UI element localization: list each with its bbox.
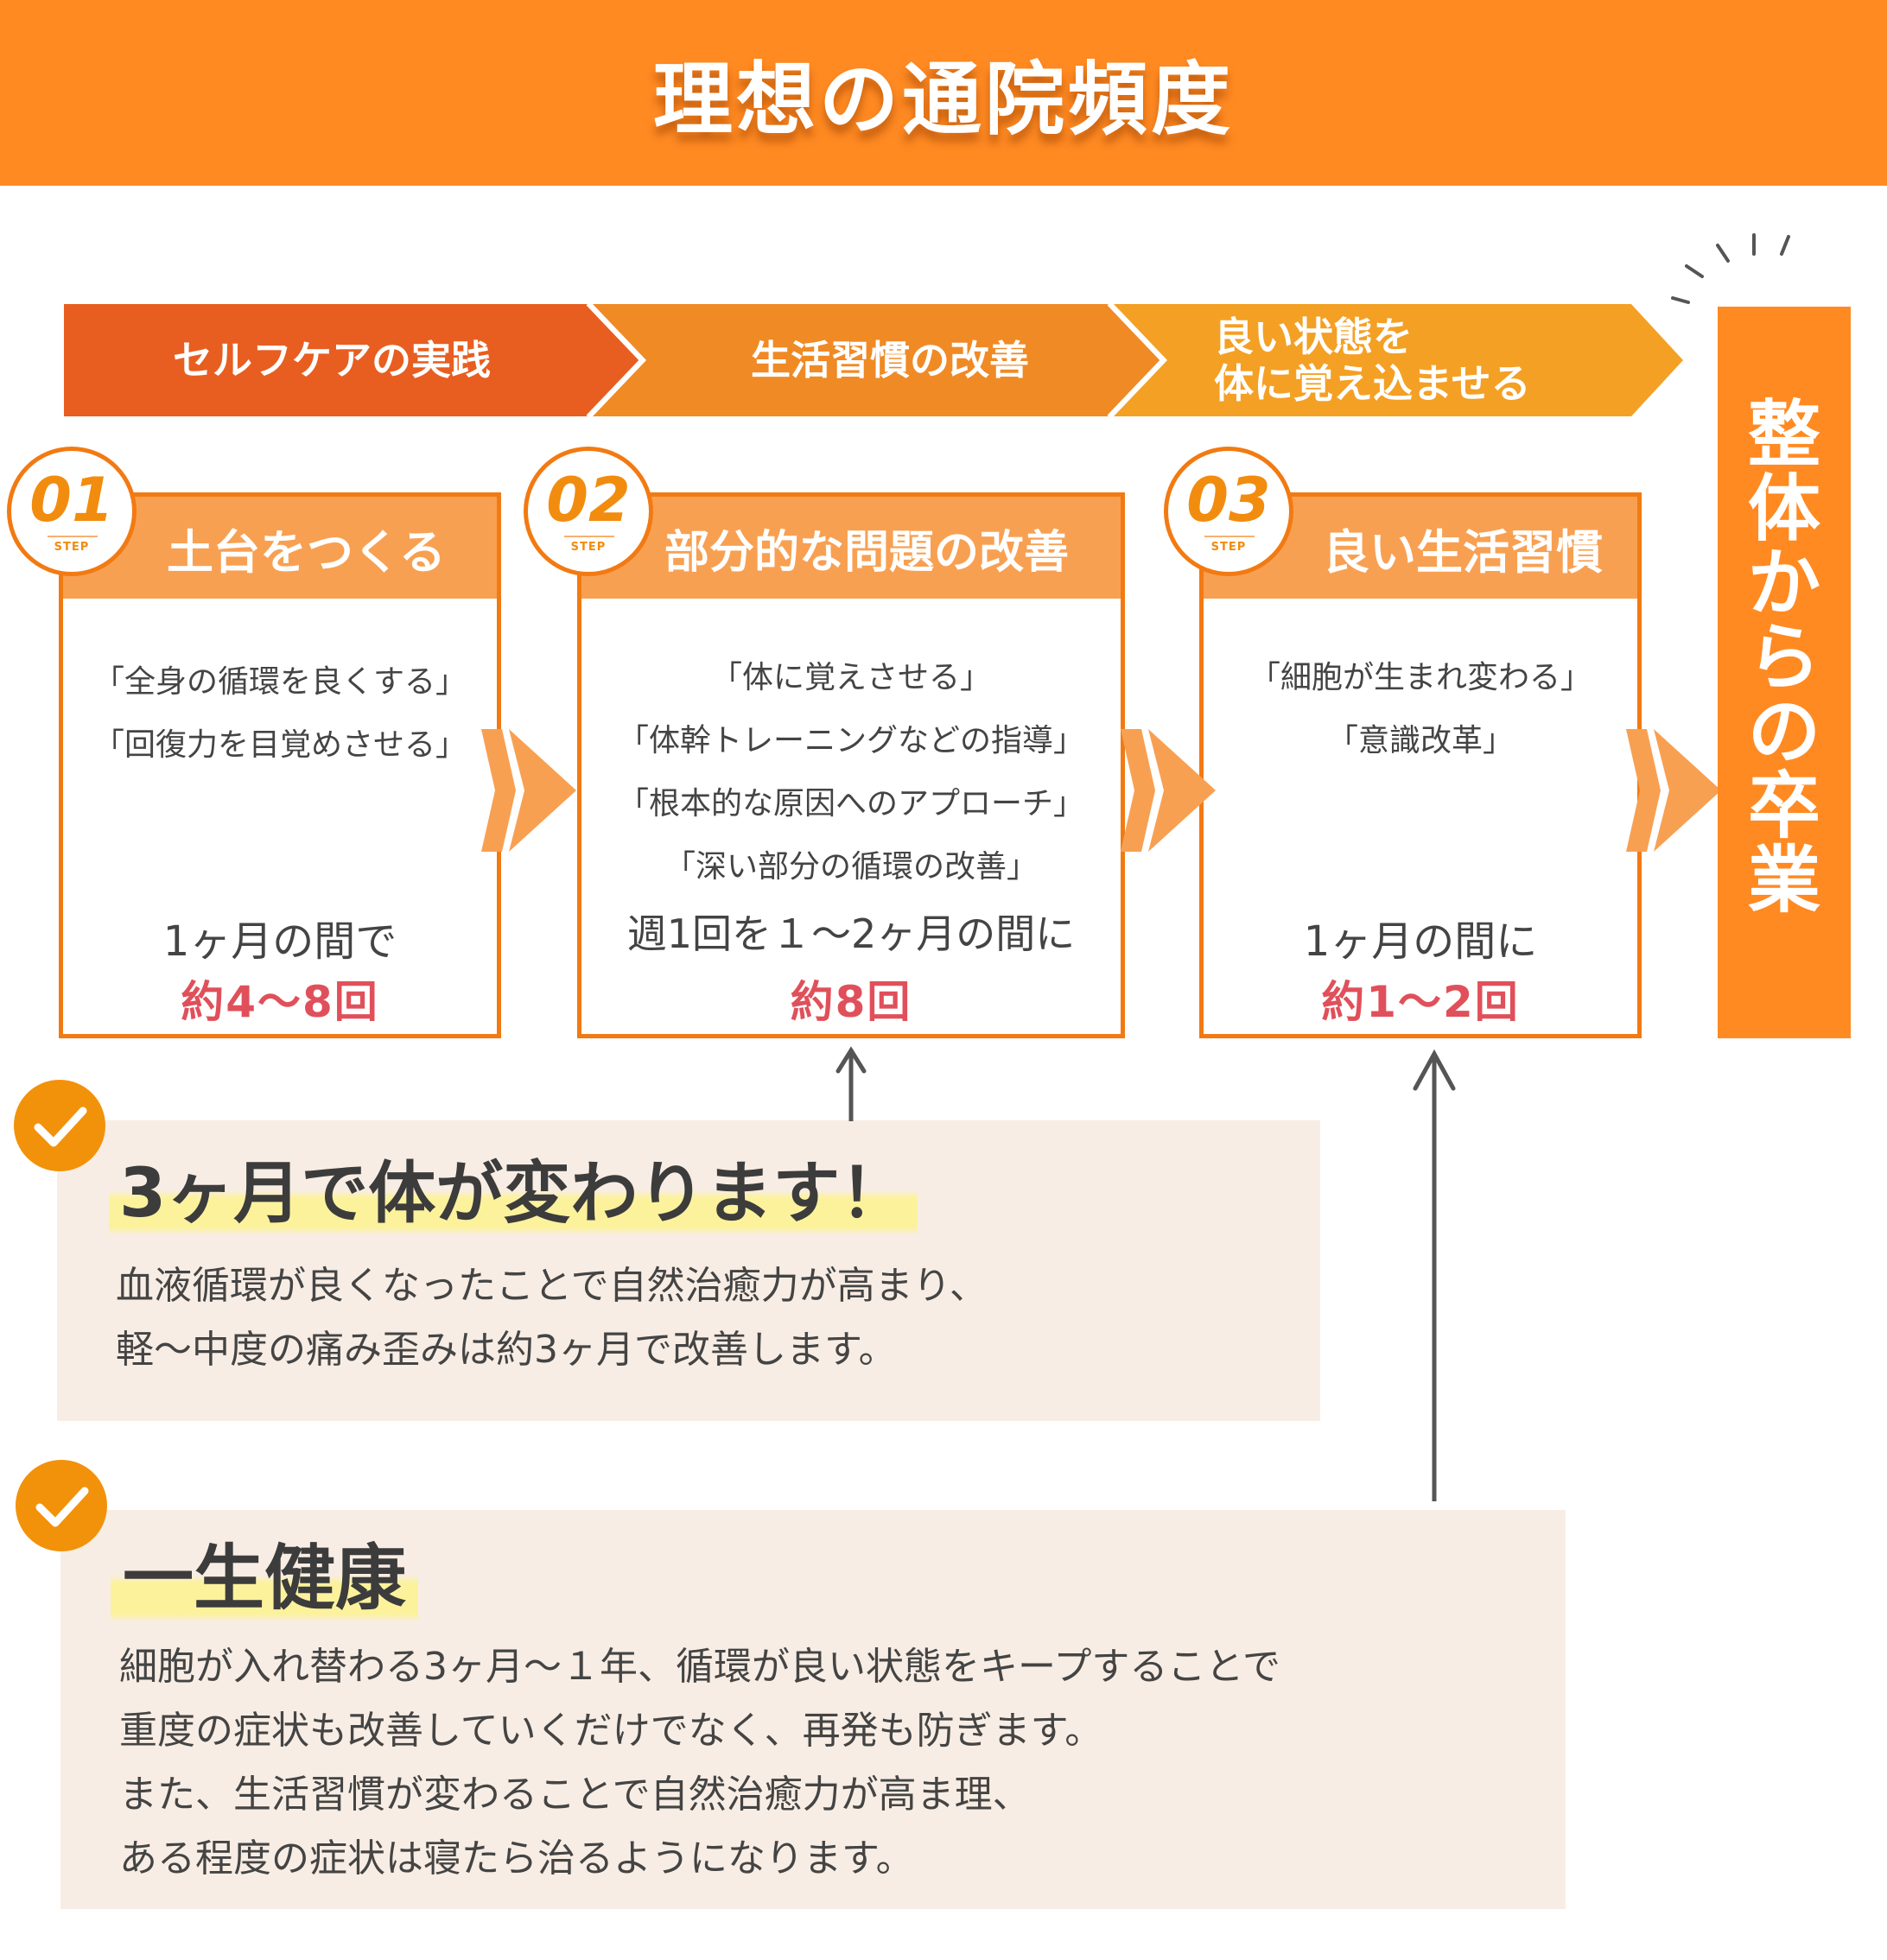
- step-2-quote-4: 「深い部分の循環の改善」: [664, 849, 1038, 885]
- arrow-up-icon: [835, 1046, 867, 1121]
- double-chevron-icon: [481, 729, 576, 852]
- step-2-step-label: STEP: [570, 541, 607, 554]
- step-3-frequency: 1ヶ月の間に: [1303, 917, 1538, 966]
- step-2-number: 02: [546, 465, 631, 536]
- note-2-heading: 一生健康: [111, 1536, 419, 1622]
- phase-1-shape: [64, 304, 641, 416]
- step-3-quote-2: 「意識改革」: [1326, 723, 1514, 758]
- sparkle-icon: [1671, 233, 1790, 304]
- phase-chevron-band: [64, 302, 1683, 418]
- arrow-up-icon: [1413, 1049, 1456, 1501]
- double-chevron-icon: [1626, 729, 1721, 852]
- graduation-label-char: 体: [1747, 466, 1820, 551]
- note-1-body-line-2: 軽〜中度の痛み歪みは約3ヶ月で改善します。: [116, 1328, 897, 1372]
- step-3-rule: [1204, 536, 1255, 537]
- graduation-label-char: 業: [1747, 838, 1820, 923]
- step-3-badge: 03 STEP: [1164, 447, 1293, 576]
- step-3-count: 約1〜2回: [1321, 977, 1520, 1027]
- step-2-quote-2: 「体幹トレーニングなどの指導」: [617, 723, 1084, 758]
- phase-3-label: 良い状態を 体に覚え込ませる: [1166, 304, 1633, 416]
- step-3-number: 03: [1186, 465, 1271, 536]
- phase-3-shape: [1114, 304, 1683, 416]
- check-icon: [14, 1080, 105, 1171]
- step-2-header: 部分的な問題の改善: [581, 497, 1121, 599]
- note-2-body-line-3: また、生活習慣が変わることで自然治癒力が高ま理、: [119, 1773, 1031, 1817]
- graduation-label-char: か: [1747, 541, 1820, 625]
- page-title: 理想の通院頻度: [652, 54, 1234, 146]
- step-1-badge: 01 STEP: [7, 447, 137, 576]
- graduation-label-char: 整: [1747, 392, 1820, 477]
- step-3-title: 良い生活習慣: [1323, 524, 1603, 580]
- step-1-title: 土台をつくる: [167, 524, 446, 580]
- step-2-frequency: 週1回を１〜2ヶ月の間に: [626, 910, 1076, 957]
- graduation-label: 整体からの卒業: [1718, 397, 1851, 917]
- graduation-box: [1718, 307, 1851, 1038]
- step-1-quote-2: 「回復力を目覚めさせる」: [92, 727, 467, 763]
- step-2-badge: 02 STEP: [524, 447, 653, 576]
- note-2-body-line-2: 重度の症状も改善していくだけでなく、再発も防ぎます。: [119, 1709, 1103, 1753]
- header-banner: [0, 0, 1887, 186]
- step-1-number: 01: [29, 465, 114, 536]
- step-2-title: 部分的な問題の改善: [664, 526, 1070, 579]
- step-2-card: 部分的な問題の改善 「体に覚えさせる」 「体幹トレーニングなどの指導」 「根本的…: [577, 492, 1125, 1038]
- step-1-frequency: 1ヶ月の間で: [162, 917, 397, 966]
- graduation-label-char: の: [1747, 689, 1820, 774]
- phase-2-shape: [593, 304, 1162, 416]
- note-1-body-line-1: 血液循環が良くなったことで自然治癒力が高まり、: [116, 1264, 988, 1308]
- note-2-body-line-4: ある程度の症状は寝たら治るようになります。: [119, 1836, 914, 1881]
- graduation-label-char: 卒: [1747, 764, 1820, 848]
- phase-1-label: セルフケアの実践: [173, 337, 491, 384]
- step-3-quote-1: 「細胞が生まれ変わる」: [1248, 660, 1592, 695]
- step-2-quote-3: 「根本的な原因へのアプローチ」: [617, 786, 1084, 821]
- note-2-body-line-1: 細胞が入れ替わる3ヶ月〜１年、循環が良い状態をキープすることで: [119, 1645, 1281, 1689]
- step-1-quote-1: 「全身の循環を良くする」: [92, 664, 467, 700]
- note-1-heading: 3ヶ月で体が変わります！: [109, 1153, 918, 1235]
- step-1-card: 土台をつくる 「全身の循環を良くする」 「回復力を目覚めさせる」 1ヶ月の間で …: [59, 492, 501, 1038]
- check-icon: [16, 1460, 107, 1551]
- phase-2-label: 生活習慣の改善: [751, 337, 1029, 384]
- step-2-rule: [564, 536, 614, 537]
- step-3-card: 良い生活習慣 「細胞が生まれ変わる」 「意識改革」 1ヶ月の間に 約1〜2回: [1199, 492, 1642, 1038]
- step-1-step-label: STEP: [54, 541, 90, 554]
- step-2-count: 約8回: [790, 977, 912, 1027]
- graduation-label-char: ら: [1747, 615, 1820, 700]
- phase-3-label-line2: 体に覚え込ませる: [1214, 360, 1531, 407]
- double-chevron-icon: [1121, 729, 1216, 852]
- step-2-quote-1: 「体に覚えさせる」: [710, 660, 991, 695]
- phase-3-label-line1: 良い状態を: [1214, 314, 1413, 360]
- step-1-rule: [48, 536, 98, 537]
- step-3-step-label: STEP: [1210, 541, 1247, 554]
- step-1-count: 約4〜8回: [181, 977, 379, 1027]
